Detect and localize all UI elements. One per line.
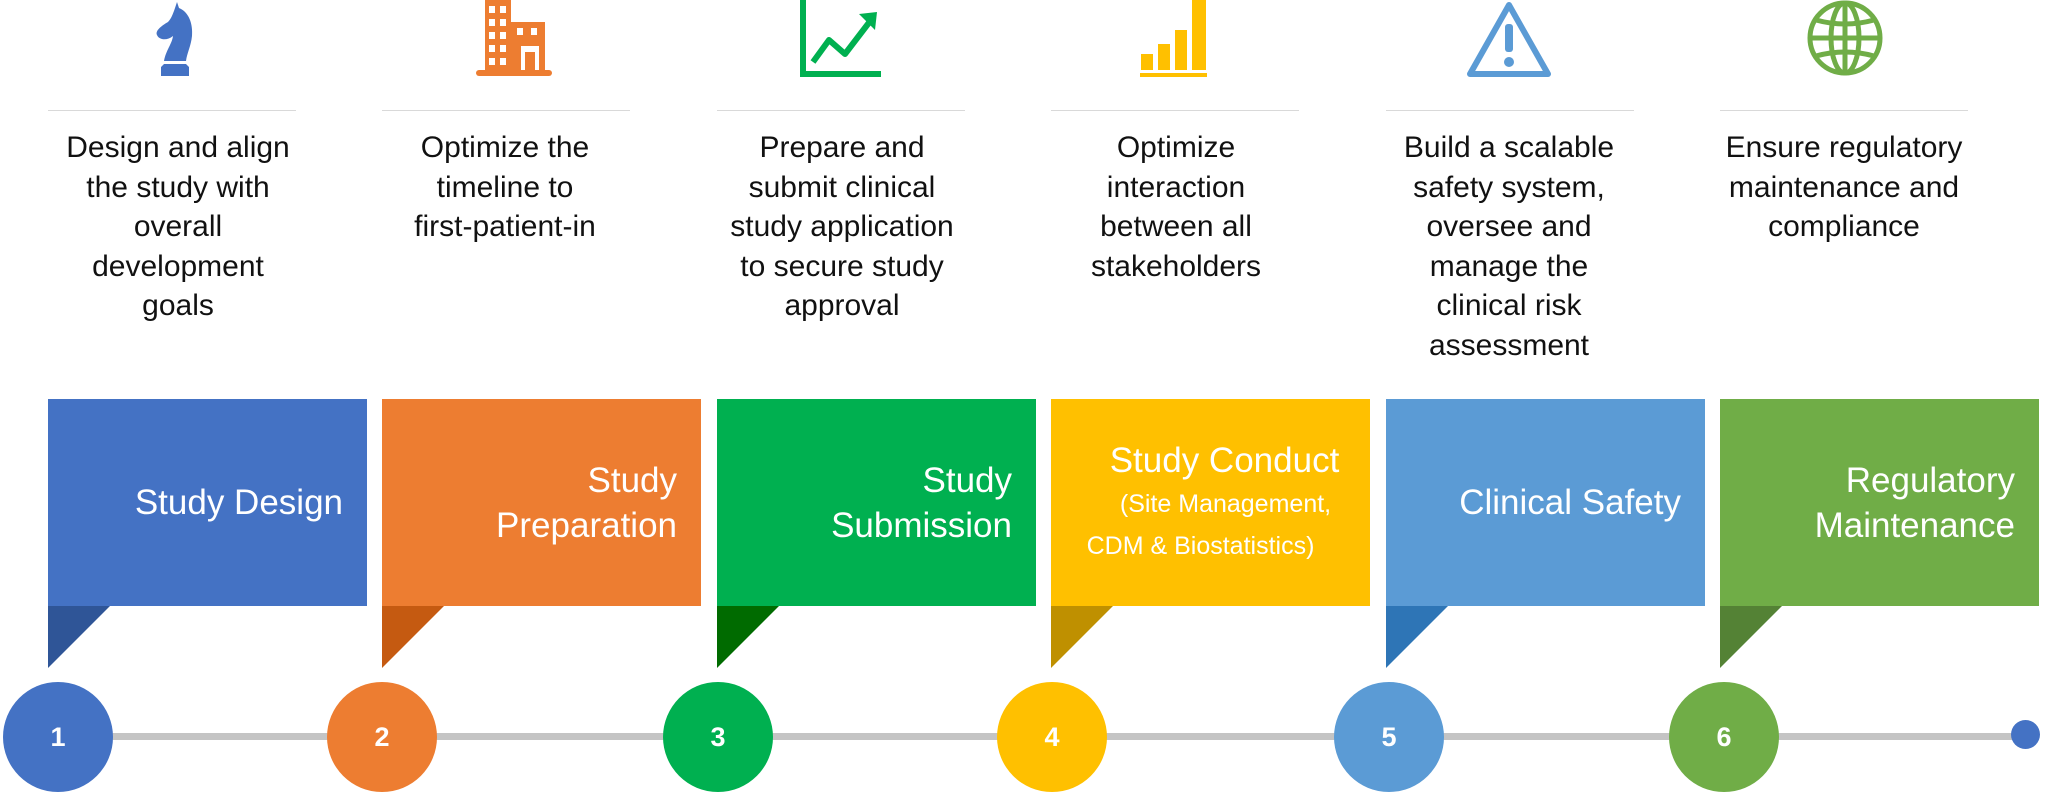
- timeline-node-4: 4: [997, 682, 1107, 792]
- banner-flag-tail: [1386, 606, 1448, 668]
- timeline-node-5: 5: [1334, 682, 1444, 792]
- divider: [1720, 110, 1968, 111]
- divider: [1386, 110, 1634, 111]
- trending-chart-icon: [797, 0, 887, 80]
- banner-label: Clinical Safety: [1459, 483, 1681, 522]
- divider: [48, 110, 296, 111]
- chess-knight-icon: [130, 0, 220, 80]
- warning-triangle-icon: [1464, 0, 1554, 80]
- banner-flag-tail: [382, 606, 444, 668]
- stage-banner-clinical-safety: Clinical Safety: [1386, 399, 1705, 606]
- stage-banner-study-conduct: Study Conduct (Site Management, CDM & Bi…: [1051, 399, 1370, 606]
- divider: [1051, 110, 1299, 111]
- timeline-node-1: 1: [3, 682, 113, 792]
- node-number: 3: [710, 721, 726, 752]
- node-number: 6: [1716, 721, 1732, 752]
- timeline-node-2: 2: [327, 682, 437, 792]
- divider: [382, 110, 630, 111]
- banner-flag-tail: [1051, 606, 1113, 668]
- node-number: 1: [50, 721, 66, 752]
- signal-bars-icon: [1131, 0, 1221, 80]
- banner-flag-tail: [717, 606, 779, 668]
- banner-label: Study Conduct (Site Management, CDM & Bi…: [1086, 441, 1340, 560]
- timeline-end-dot: [2011, 720, 2040, 749]
- office-building-icon: [469, 0, 559, 80]
- banner-label: Study Design: [134, 483, 343, 522]
- node-number: 2: [374, 721, 390, 752]
- timeline-node-3: 3: [663, 682, 773, 792]
- node-number: 4: [1044, 721, 1060, 752]
- node-number: 5: [1381, 721, 1397, 752]
- globe-icon: [1800, 0, 1890, 80]
- banner-flag-tail: [1720, 606, 1782, 668]
- divider: [717, 110, 965, 111]
- stage-banner-study-design: Study Design: [48, 399, 367, 606]
- banner-flag-tail: [48, 606, 110, 668]
- timeline-node-6: 6: [1669, 682, 1779, 792]
